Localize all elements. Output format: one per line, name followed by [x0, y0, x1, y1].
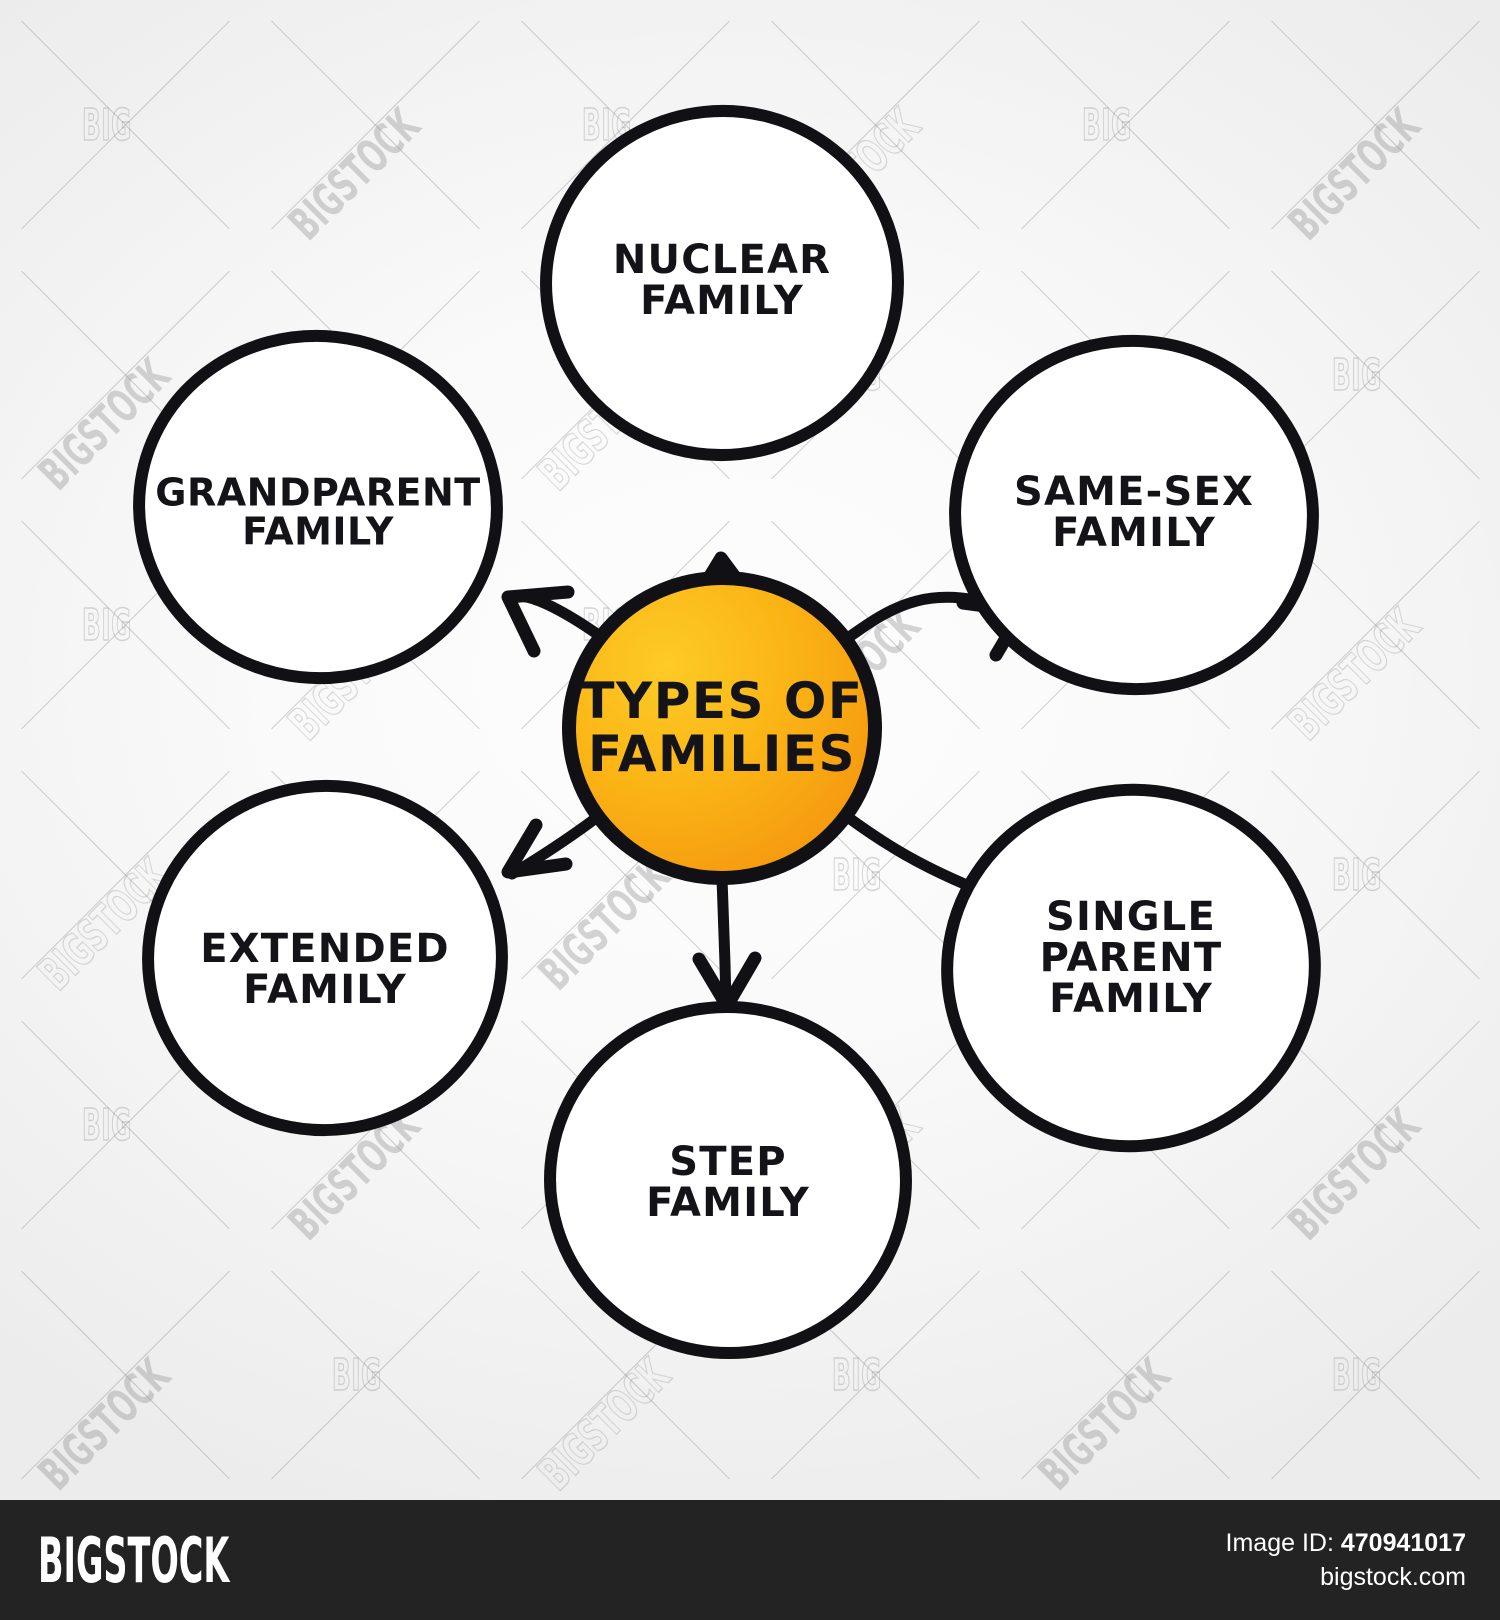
node-circle-single-parent[interactable]	[919, 761, 1343, 1175]
bigstock-logo[interactable]: BIGSTOCK	[38, 1523, 230, 1597]
node-circle-grandparent[interactable]	[122, 318, 514, 696]
footer-bar: BIGSTOCK Image ID: 470941017 bigstock.co…	[0, 1500, 1500, 1620]
website-link[interactable]: bigstock.com	[1320, 1563, 1466, 1591]
connector-grandparent	[501, 585, 606, 658]
node-circle-center[interactable]	[559, 568, 885, 889]
footer-meta: Image ID: 470941017 bigstock.com	[1226, 1526, 1466, 1595]
node-circle-same-sex[interactable]	[933, 318, 1336, 712]
node-shape-group	[122, 94, 1343, 1368]
image-id-value: 470941017	[1340, 1528, 1466, 1557]
mindmap-canvas: BIGBIGSTOCKBIGBIGSTOCKBIGBIGSTOCKBIGBIGS…	[0, 0, 1500, 1500]
connector-step	[692, 872, 762, 1013]
image-id-label: Image ID:	[1225, 1528, 1334, 1557]
mindmap-svg	[122, 94, 1343, 1368]
node-circle-step[interactable]	[536, 992, 921, 1368]
connector-extended	[501, 812, 602, 880]
node-circle-nuclear[interactable]	[529, 94, 915, 473]
image-id-line: Image ID: 470941017	[1226, 1526, 1466, 1561]
node-circle-extended[interactable]	[128, 766, 521, 1151]
